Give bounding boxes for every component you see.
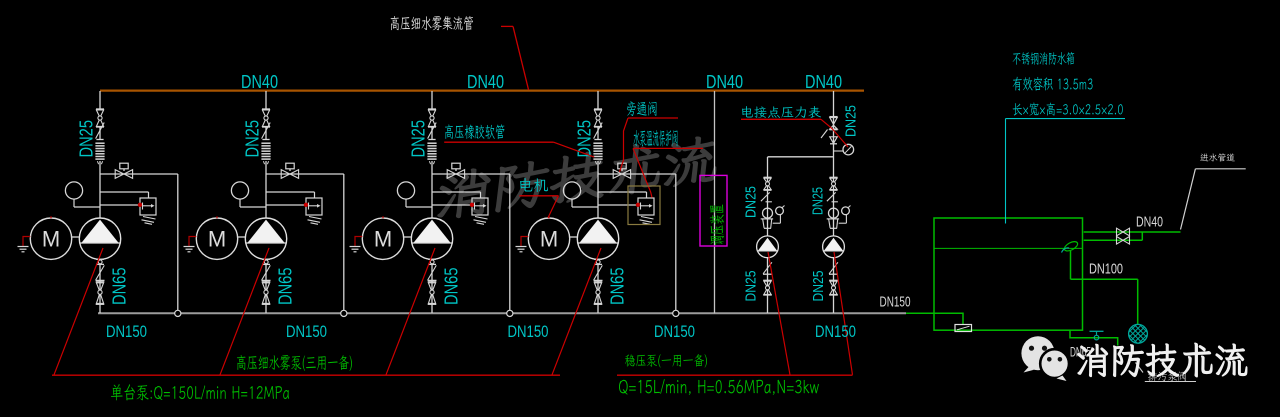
svg-text:DN40: DN40	[706, 72, 743, 92]
svg-text:DN40: DN40	[805, 72, 842, 92]
svg-text:DN25: DN25	[843, 105, 860, 137]
svg-text:DN65: DN65	[1070, 343, 1091, 359]
svg-text:DN25: DN25	[810, 187, 827, 215]
svg-text:DN100: DN100	[1089, 260, 1123, 277]
svg-text:DN25: DN25	[743, 186, 760, 218]
svg-text:DN40: DN40	[1136, 214, 1163, 231]
svg-text:DN40: DN40	[467, 72, 504, 92]
svg-text:DN150: DN150	[286, 322, 327, 341]
svg-text:DN150: DN150	[815, 322, 856, 341]
svg-text:DN40: DN40	[241, 72, 278, 92]
svg-text:DN25: DN25	[743, 271, 760, 302]
svg-text:DN150: DN150	[880, 294, 911, 311]
svg-text:DN25: DN25	[810, 271, 827, 302]
svg-text:DN150: DN150	[508, 322, 549, 341]
svg-text:DN150: DN150	[106, 322, 147, 341]
svg-text:DN150: DN150	[654, 322, 695, 341]
